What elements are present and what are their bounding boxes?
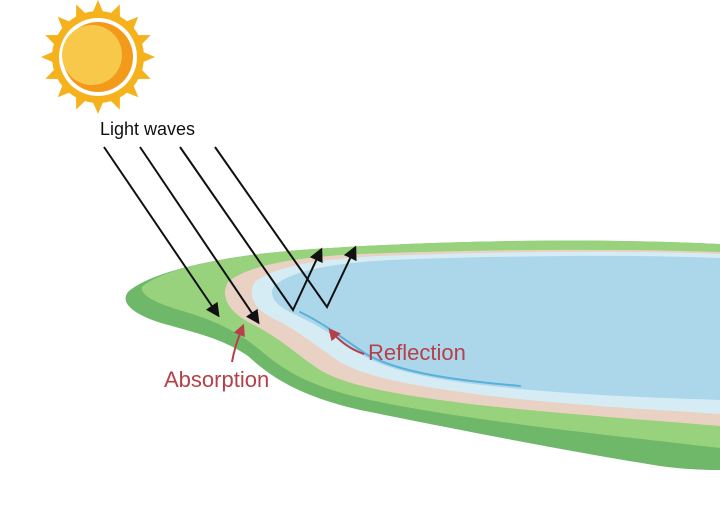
sun-ray (141, 51, 155, 63)
reflected-ray-1 (179, 146, 323, 313)
reflection-label: Reflection (368, 340, 466, 365)
sun-ray (124, 83, 139, 98)
sun-ray (41, 51, 55, 63)
water-body (272, 255, 720, 400)
sun-ray (124, 16, 139, 31)
lake-scene (125, 240, 720, 470)
absorbed-ray-2 (139, 146, 260, 325)
reflected-ray-2 (214, 146, 357, 309)
absorption-label: Absorption (164, 367, 269, 392)
sun-ray (92, 0, 104, 14)
sun-ray (57, 16, 72, 31)
water-edge-line (299, 311, 521, 387)
sun-ray (92, 100, 104, 114)
sun-ray (57, 83, 72, 98)
reflection-pointer (328, 328, 365, 355)
sun-icon (41, 0, 155, 114)
absorption-pointer (231, 323, 245, 363)
light-rays (103, 146, 357, 325)
light-waves-label: Light waves (100, 119, 195, 139)
absorbed-ray-1 (103, 146, 220, 318)
